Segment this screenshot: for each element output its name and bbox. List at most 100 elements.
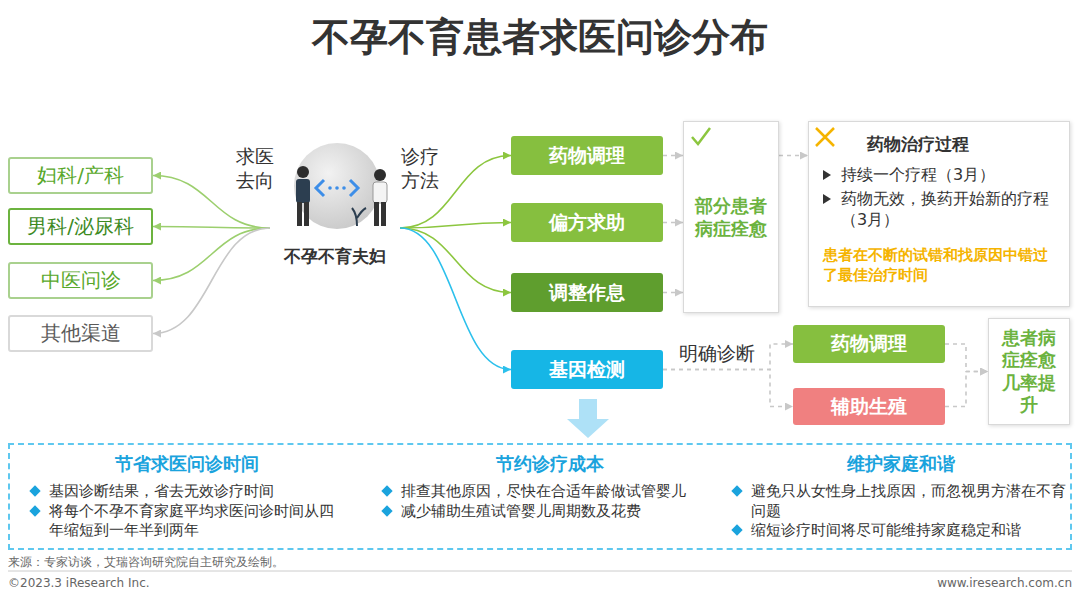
text-row: 节省求医问诊时间 (115, 452, 259, 476)
bullet-marker (381, 485, 392, 496)
treatment-box: 药物调理 (793, 325, 945, 363)
node-label: 中医问诊 (41, 267, 121, 294)
connector (400, 223, 511, 229)
node-label: 患者病症痊愈几率提升 (1001, 327, 1057, 417)
node-label: 药物调理 (549, 143, 625, 169)
copyright: ©2023.3 iResearch Inc. (8, 576, 150, 590)
bullet-marker (381, 505, 392, 516)
result-box: 患者病症痊愈几率提升 (988, 318, 1070, 425)
connector (779, 155, 808, 157)
channel-box: 男科/泌尿科 (8, 208, 153, 245)
dot (342, 186, 346, 190)
website: www.iresearch.com.cn (937, 576, 1072, 590)
node-label: 不孕不育夫妇 (284, 245, 386, 268)
channel-box: 中医问诊 (8, 262, 153, 299)
text-row: 避免只从女性身上找原因，而忽视男方潜在不育问题 (730, 482, 1072, 521)
connector (400, 228, 511, 293)
bullet-marker (29, 505, 40, 516)
arrow-chevron (316, 180, 324, 196)
text-row: 患者病症痊愈几率提升 (1001, 327, 1057, 417)
heading: 节约诊疗成本 (496, 452, 604, 476)
node-label: 基因检测 (549, 357, 625, 383)
node-label: 妇科/产科 (37, 162, 124, 189)
channel-box: 妇科/产科 (8, 157, 153, 194)
arrow-chevron (350, 180, 358, 196)
cross-icon (816, 128, 834, 146)
text-row: 其他渠道 (41, 320, 121, 347)
benefit-column: 节约诊疗成本排查其他原因，尽快在合适年龄做试管婴儿减少辅助生殖试管婴儿周期数及花… (380, 452, 720, 546)
text-row: 偏方求助 (549, 210, 625, 236)
node-label: 偏方求助 (549, 210, 625, 236)
text-row: 药物调理 (831, 331, 907, 357)
node-label: 调整作息 (549, 280, 625, 306)
method-box: 基因检测 (511, 350, 663, 389)
text-row: 中医问诊 (41, 267, 121, 294)
connector (153, 228, 270, 334)
connector (153, 228, 270, 281)
node-label: 男科/泌尿科 (27, 213, 134, 240)
backdrop-circle (294, 143, 380, 229)
man-head (297, 166, 309, 178)
connector (663, 292, 683, 294)
body-text: 减少辅助生殖试管婴儿周期数及花费 (401, 502, 641, 522)
text-row: 节约诊疗成本 (496, 452, 604, 476)
method-box: 药物调理 (511, 136, 663, 175)
connector (663, 155, 683, 157)
woman-leg (381, 202, 386, 226)
heading: 药物治疗过程 (867, 133, 969, 156)
connector (153, 227, 270, 229)
node-label: 部分患者病症痊愈 (694, 194, 768, 241)
benefit-column: 维护家庭和谐避免只从女性身上找原因，而忽视男方潜在不育问题缩短诊疗时间将尽可能维… (730, 452, 1072, 546)
text-row: 缩短诊疗时间将尽可能维持家庭稳定和谐 (730, 521, 1021, 541)
edge-label: 明确诊断 (677, 341, 757, 367)
method-box: 偏方求助 (511, 203, 663, 242)
body-text: 排查其他原因，尽快在合适年龄做试管婴儿 (401, 482, 686, 502)
bullet-marker (823, 194, 831, 204)
check-icon (692, 128, 710, 144)
body-text: 患者在不断的试错和找原因中错过了最佳治疗时间 (823, 245, 1055, 286)
channel-box: 其他渠道 (8, 315, 153, 352)
node-label: 药物调理 (831, 331, 907, 357)
text-row: 辅助生殖 (831, 394, 907, 420)
side-label: 诊疗 方法 (401, 145, 445, 193)
text-row: 药物调理 (549, 143, 625, 169)
text-row: 持续一个疗程（3月） (823, 164, 995, 186)
text-row: 维护家庭和谐 (847, 452, 955, 476)
bullet-marker (731, 485, 742, 496)
body-text: 缩短诊疗时间将尽可能维持家庭稳定和谐 (751, 521, 1021, 541)
body-text: 避免只从女性身上找原因，而忽视男方潜在不育问题 (751, 482, 1072, 521)
text-row: 基因诊断结果，省去无效诊疗时间 (28, 482, 274, 502)
node-label: 辅助生殖 (831, 394, 907, 420)
heading: 维护家庭和谐 (847, 452, 955, 476)
body-text: 药物无效，换药开始新的疗程（3月） (841, 188, 1055, 231)
text-row: 将每个不孕不育家庭平均求医问诊时间从四年缩短到一年半到两年 (28, 502, 346, 541)
footer-rule (8, 571, 1072, 572)
text-row: 患者在不断的试错和找原因中错过了最佳治疗时间 (823, 245, 1055, 286)
body-text: 将每个不孕不育家庭平均求医问诊时间从四年缩短到一年半到两年 (49, 502, 346, 541)
man-body (296, 179, 310, 203)
text-row: 药物无效，换药开始新的疗程（3月） (823, 188, 1055, 231)
woman-head (374, 169, 386, 181)
bullet-marker (823, 170, 831, 180)
man-leg (297, 202, 302, 226)
plant (352, 208, 366, 226)
text-row: 不孕不育夫妇 (284, 245, 386, 268)
text-row: 药物治疗过程 (867, 133, 969, 156)
block-arrow (567, 399, 609, 438)
node-label: 其他渠道 (41, 320, 121, 347)
text-row: 排查其他原因，尽快在合适年龄做试管婴儿 (380, 482, 686, 502)
woman-leg (374, 202, 379, 226)
connector (663, 370, 793, 407)
text-row: 妇科/产科 (37, 162, 124, 189)
text-row: 基因检测 (549, 357, 625, 383)
man-leg (304, 202, 309, 226)
connector (400, 228, 511, 370)
dot (335, 186, 339, 190)
side-label: 求医 去向 (236, 145, 280, 193)
body-text: 持续一个疗程（3月） (841, 164, 995, 186)
connector (945, 344, 988, 372)
bullet-marker (29, 485, 40, 496)
treatment-box: 辅助生殖 (793, 388, 945, 425)
couple-illustration (294, 143, 387, 229)
process-box: 药物治疗过程持续一个疗程（3月）药物无效，换药开始新的疗程（3月） 患者在不断的试… (808, 121, 1070, 307)
